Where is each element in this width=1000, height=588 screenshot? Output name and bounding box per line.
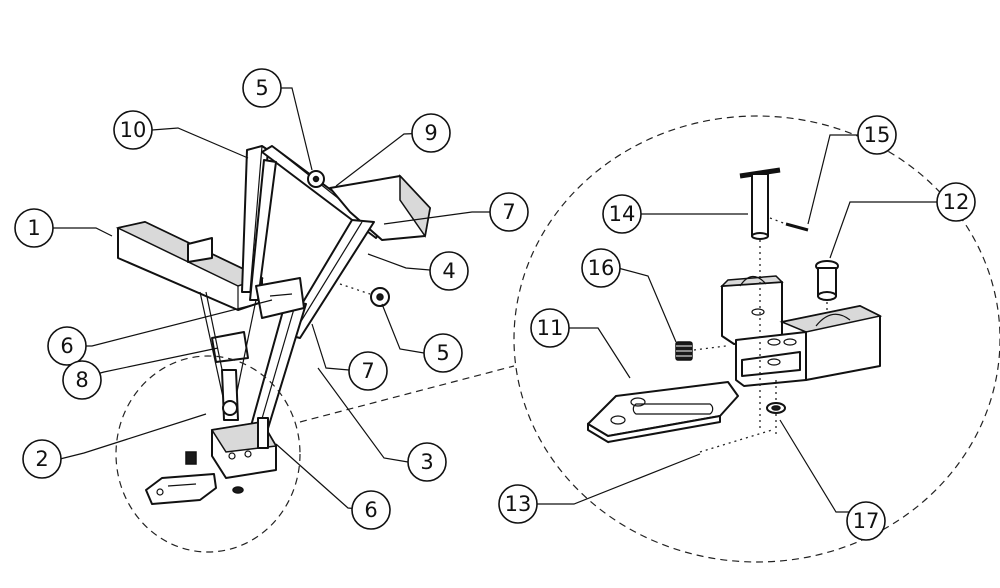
- callout-5-upper: 5: [242, 68, 282, 108]
- part-5-bolt-upper: [307, 170, 325, 188]
- callout-10-label: 10: [120, 118, 147, 142]
- callout-2: 2: [22, 439, 62, 479]
- callout-5-lower-label: 5: [436, 341, 449, 365]
- callout-6-upper-label: 6: [60, 334, 73, 358]
- part-8-bracket: [199, 291, 257, 421]
- part-1-tray: [115, 221, 264, 311]
- base-plate-small: [145, 451, 244, 505]
- part-6-plate: [255, 277, 305, 319]
- callout-11: 11: [530, 308, 570, 348]
- callout-7-lower-label: 7: [361, 359, 374, 383]
- part-16-spring: [675, 341, 727, 361]
- part-11-plate: [587, 381, 739, 444]
- part-15-cotter: [769, 217, 809, 232]
- callout-16-label: 16: [588, 256, 615, 280]
- housing-block: [329, 174, 431, 241]
- part-4-member: [283, 219, 375, 339]
- callout-5-upper-label: 5: [255, 76, 268, 100]
- callout-7-lower: 7: [348, 351, 388, 391]
- callout-17: 17: [846, 501, 886, 541]
- detail-circle-left: [115, 355, 301, 553]
- callout-6-upper: 6: [47, 326, 87, 366]
- callout-1-label: 1: [27, 216, 40, 240]
- callout-4-label: 4: [442, 259, 455, 283]
- callout-4: 4: [429, 251, 469, 291]
- part-5-bolt-lower: [339, 283, 390, 307]
- callout-3: 3: [407, 442, 447, 482]
- callout-8: 8: [62, 360, 102, 400]
- callout-6-lower: 6: [351, 490, 391, 530]
- callout-1: 1: [14, 208, 54, 248]
- part-12-bushing: [815, 260, 839, 336]
- callout-11-label: 11: [537, 316, 564, 340]
- callout-15: 15: [857, 115, 897, 155]
- callout-15-label: 15: [864, 123, 891, 147]
- callout-12: 12: [936, 182, 976, 222]
- main-assembly: [115, 145, 431, 553]
- part-17-washer: [766, 402, 786, 436]
- detail-link-line: [299, 365, 515, 423]
- callout-2-label: 2: [35, 447, 48, 471]
- callout-10: 10: [113, 110, 153, 150]
- callout-6-lower-label: 6: [364, 498, 377, 522]
- leader-lines: [53, 87, 937, 513]
- callout-14-label: 14: [609, 202, 636, 226]
- callout-5-lower: 5: [423, 333, 463, 373]
- part-13-axis: [699, 429, 773, 453]
- clevis-bracket: [720, 275, 883, 430]
- callout-7-upper-label: 7: [502, 200, 515, 224]
- callout-9-label: 9: [424, 121, 437, 145]
- detail-circle-right: [513, 115, 1000, 563]
- part-2-link: [221, 369, 239, 421]
- detail-view: [513, 115, 1000, 563]
- callout-17-label: 17: [853, 509, 880, 533]
- callout-14: 14: [602, 194, 642, 234]
- callout-13-label: 13: [505, 492, 532, 516]
- callout-8-label: 8: [75, 368, 88, 392]
- callout-16: 16: [581, 248, 621, 288]
- callout-12-label: 12: [943, 190, 970, 214]
- callout-13: 13: [498, 484, 538, 524]
- callout-7-upper: 7: [489, 192, 529, 232]
- callout-3-label: 3: [420, 450, 433, 474]
- part-14-pin: [739, 167, 781, 282]
- base-bracket-small: [210, 417, 278, 479]
- callout-9: 9: [411, 113, 451, 153]
